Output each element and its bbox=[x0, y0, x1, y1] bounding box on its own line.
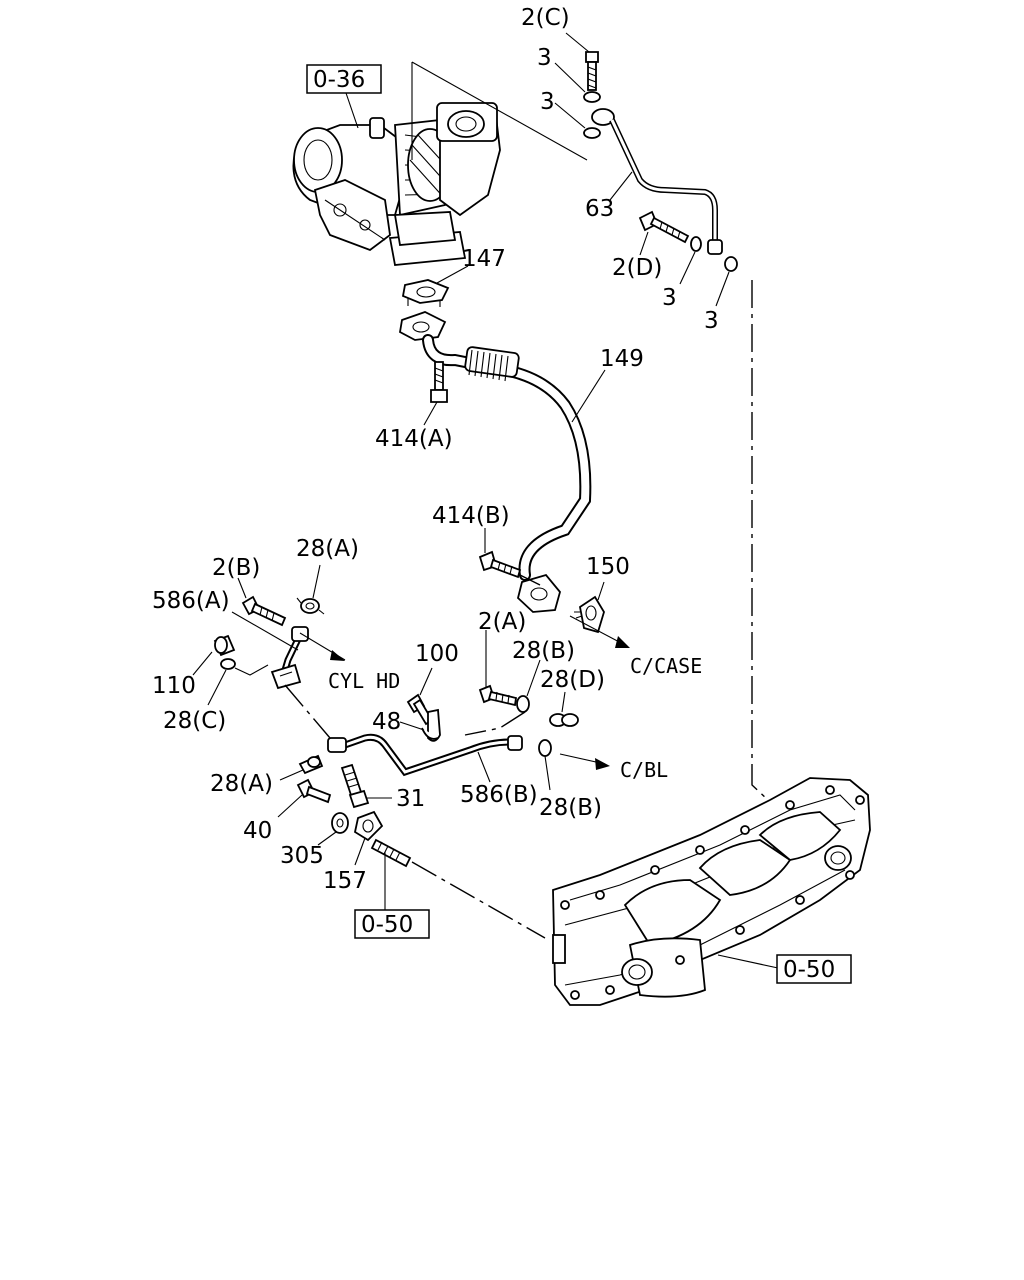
callout-63: 63 bbox=[585, 196, 614, 222]
washer-3b-icon bbox=[583, 127, 601, 139]
callout-586a: 586(A) bbox=[152, 588, 230, 614]
callout-0-36: 0-36 bbox=[313, 67, 365, 93]
callout-28d: 28(D) bbox=[540, 667, 605, 693]
dest-cyl-hd: CYL HD bbox=[328, 669, 400, 693]
ref-box-0-36 bbox=[306, 64, 382, 94]
washer-3d-icon bbox=[724, 256, 738, 272]
callout-2a: 2(A) bbox=[478, 609, 526, 635]
washer-3a-icon bbox=[583, 91, 601, 103]
bolt-2b-icon bbox=[241, 595, 287, 627]
bolt-2d-icon bbox=[638, 210, 690, 244]
banjo-icon bbox=[591, 108, 615, 126]
turbocharger-icon bbox=[292, 102, 501, 266]
clip-28a-top-icon bbox=[296, 597, 325, 615]
callout-157: 157 bbox=[323, 868, 367, 894]
bolt-2a-icon bbox=[478, 684, 518, 707]
callout-28b-top: 28(B) bbox=[512, 638, 575, 664]
washer-28b-bot-icon bbox=[538, 739, 552, 757]
callout-40: 40 bbox=[243, 818, 272, 844]
callout-48: 48 bbox=[372, 709, 401, 735]
callout-2c: 2(C) bbox=[521, 5, 570, 31]
stud-icon bbox=[370, 838, 412, 868]
callout-3c: 3 bbox=[662, 285, 677, 311]
callout-150: 150 bbox=[586, 554, 630, 580]
callout-414a: 414(A) bbox=[375, 426, 453, 452]
callout-0-50-left: 0-50 bbox=[361, 912, 413, 938]
callout-100: 100 bbox=[415, 641, 459, 667]
clip-28d-icon bbox=[549, 713, 579, 727]
callout-3a: 3 bbox=[537, 45, 552, 71]
callout-147: 147 bbox=[462, 246, 506, 272]
clip-28a-bot-icon bbox=[298, 754, 324, 775]
dest-c-bl: C/BL bbox=[620, 758, 668, 782]
callout-2b: 2(B) bbox=[212, 555, 260, 581]
washer-28c-icon bbox=[220, 658, 236, 670]
callout-0-50-right: 0-50 bbox=[783, 957, 835, 983]
callout-2d: 2(D) bbox=[612, 255, 662, 281]
exhaust-manifold-icon bbox=[552, 777, 871, 1006]
callout-31: 31 bbox=[396, 786, 425, 812]
callout-149: 149 bbox=[600, 346, 644, 372]
oil-feed-pipe-63 bbox=[609, 118, 718, 240]
bolt-414b-icon bbox=[478, 550, 522, 579]
callout-110: 110 bbox=[152, 673, 196, 699]
washer-305-icon bbox=[331, 812, 349, 834]
dest-c-case: C/CASE bbox=[630, 654, 702, 678]
callout-28a-top: 28(A) bbox=[296, 536, 359, 562]
callout-28a-bot: 28(A) bbox=[210, 771, 273, 797]
ref-box-0-50-right bbox=[776, 954, 852, 984]
hose-section-icon bbox=[464, 346, 520, 382]
washer-3c-icon bbox=[690, 236, 702, 252]
callout-586b: 586(B) bbox=[460, 782, 538, 808]
bolt-2c-icon bbox=[585, 51, 599, 91]
bolt-414a-icon bbox=[430, 361, 448, 403]
gasket-150-icon bbox=[574, 595, 605, 634]
ref-box-0-50-left bbox=[354, 909, 430, 939]
flange-lower-149-icon bbox=[516, 573, 561, 613]
plug-110-icon bbox=[213, 634, 236, 657]
bolt-40-icon bbox=[296, 778, 332, 804]
gasket-147-icon bbox=[401, 279, 450, 307]
adapter-157-icon bbox=[353, 810, 384, 842]
oil-pipe-586b bbox=[343, 733, 511, 777]
callout-414b: 414(B) bbox=[432, 503, 510, 529]
callout-3d: 3 bbox=[704, 308, 719, 334]
washer-28b-top-icon bbox=[516, 695, 530, 713]
flange-upper-149-icon bbox=[399, 311, 447, 341]
callout-305: 305 bbox=[280, 843, 324, 869]
bolt-100-icon bbox=[406, 693, 434, 726]
union-31-icon bbox=[340, 763, 370, 809]
callout-28c: 28(C) bbox=[163, 708, 226, 734]
callout-3b: 3 bbox=[540, 89, 555, 115]
callout-28b-bot: 28(B) bbox=[539, 795, 602, 821]
